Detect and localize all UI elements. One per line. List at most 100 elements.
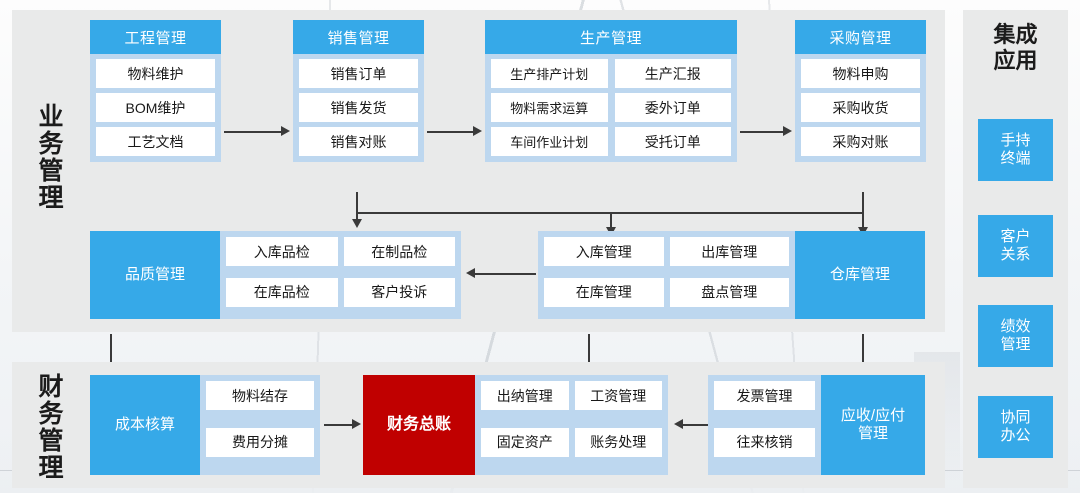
chip-customer-complaint[interactable]: 客户投诉 [343,277,455,307]
integration-button-handheld-line1: 手持 [1000,132,1031,150]
module-purchase-header: 采购管理 [795,20,926,54]
module-cost-accounting[interactable]: 成本核算 物料结存 费用分摊 [90,375,320,475]
module-quality[interactable]: 品质管理 入库品检 在制品检 在库品检 客户投诉 [90,231,461,319]
chip-material-maintenance[interactable]: 物料维护 [96,59,215,88]
chip-sales-order[interactable]: 销售订单 [299,59,418,88]
side-label-char: 管 [38,157,64,185]
drop-production-vertical [610,212,612,229]
arrow-cost-to-ledger-line [324,424,352,426]
module-production[interactable]: 生产管理 生产排产计划 生产汇报 物料需求运算 委外订单 车间作业计划 受托订单 [485,20,737,162]
module-receivable-payable-items: 发票管理 往来核销 [708,375,821,475]
chip-workshop-plan[interactable]: 车间作业计划 [491,127,608,156]
integration-button-oa[interactable]: 协同 办公 [978,396,1053,458]
business-management-label: 业务管理 [30,104,72,212]
module-general-ledger[interactable]: 财务总账 出纳管理 工资管理 固定资产 账务处理 [363,375,668,475]
module-receivable-payable-tag: 应收/应付 管理 [821,375,925,475]
chip-wip-inspection[interactable]: 在制品检 [343,237,455,266]
side-label-char: 业 [38,103,64,131]
integration-button-crm[interactable]: 客户 关系 [978,215,1053,277]
integration-button-performance[interactable]: 绩效 管理 [978,305,1053,367]
module-quality-items: 入库品检 在制品检 在库品检 客户投诉 [220,231,461,319]
chip-expense-allocation[interactable]: 费用分摊 [206,427,314,457]
integration-button-crm-line2: 关系 [1000,246,1031,263]
module-receivable-payable-tag-line1: 应收/应付 [840,407,906,425]
module-receivable-payable-tag-line2: 管理 [857,425,888,442]
arrow-sales-to-production-line [427,131,473,133]
chip-cashier-management[interactable]: 出纳管理 [481,381,569,410]
chip-instock-inspection[interactable]: 在库品检 [226,277,338,307]
chip-settlement-writeoff[interactable]: 往来核销 [714,427,815,457]
module-purchase[interactable]: 采购管理 物料申购 采购收货 采购对账 [795,20,926,162]
module-sales-header: 销售管理 [293,20,424,54]
chip-mrp[interactable]: 物料需求运算 [491,93,608,122]
module-purchase-body: 物料申购 采购收货 采购对账 [795,54,926,162]
drop-sales-arrowhead [352,219,362,228]
chip-fixed-assets[interactable]: 固定资产 [481,427,569,457]
arrow-engineering-to-sales-line [224,131,281,133]
chip-instock-management[interactable]: 在库管理 [544,277,664,307]
drop-sales-vertical [356,192,358,221]
bus-line-top-row [356,212,863,214]
integration-heading-line1: 集成 [993,22,1038,47]
module-general-ledger-items: 出纳管理 工资管理 固定资产 账务处理 [475,375,668,475]
arrow-warehouse-to-quality-line [475,273,536,275]
arrow-sales-to-production-head [473,126,482,136]
arrow-production-to-purchase-line [740,131,783,133]
chip-entrusted-order[interactable]: 受托订单 [614,127,731,156]
arrow-engineering-to-sales-head [281,126,290,136]
integration-button-performance-line1: 绩效 [1000,318,1031,336]
arrow-warehouse-to-quality-head [466,268,475,278]
drop-quality-vertical [110,334,112,366]
chip-payroll-management[interactable]: 工资管理 [574,381,662,410]
module-warehouse[interactable]: 入库管理 出库管理 在库管理 盘点管理 仓库管理 [538,231,925,319]
integration-button-oa-line1: 协同 [1000,409,1031,427]
module-production-body: 生产排产计划 生产汇报 物料需求运算 委外订单 车间作业计划 受托订单 [485,54,737,162]
chip-production-schedule[interactable]: 生产排产计划 [491,59,608,88]
module-warehouse-tag: 仓库管理 [795,231,925,319]
side-label-char: 务 [38,130,64,158]
integration-button-oa-line2: 办公 [1000,427,1031,444]
module-production-header: 生产管理 [485,20,737,54]
module-engineering-body: 物料维护 BOM维护 工艺文档 [90,54,221,162]
module-warehouse-items: 入库管理 出库管理 在库管理 盘点管理 [538,231,795,319]
chip-invoice-management[interactable]: 发票管理 [714,381,815,410]
drop-warehouse-right-vertical [862,334,864,366]
module-engineering-header: 工程管理 [90,20,221,54]
chip-sales-reconciliation[interactable]: 销售对账 [299,127,418,156]
finance-management-label: 财务管理 [30,374,72,482]
chip-stocktake-management[interactable]: 盘点管理 [669,277,789,307]
module-receivable-payable[interactable]: 发票管理 往来核销 应收/应付 管理 [708,375,925,475]
chip-material-balance[interactable]: 物料结存 [206,381,314,410]
side-label-char: 财 [38,373,64,401]
module-general-ledger-tag: 财务总账 [363,375,475,475]
chip-outsourcing-order[interactable]: 委外订单 [614,93,731,122]
chip-outbound-management[interactable]: 出库管理 [669,237,789,266]
side-label-char: 管 [38,427,64,455]
drop-warehouse-center-vertical [588,334,590,366]
arrow-receivable-to-ledger-head [674,419,683,429]
chip-material-requisition[interactable]: 物料申购 [801,59,920,88]
arrow-production-to-purchase-head [783,126,792,136]
arrow-receivable-to-ledger-line [683,424,716,426]
drop-purchase-vertical [862,192,864,229]
chip-purchase-receipt[interactable]: 采购收货 [801,93,920,122]
module-sales-body: 销售订单 销售发货 销售对账 [293,54,424,162]
module-sales[interactable]: 销售管理 销售订单 销售发货 销售对账 [293,20,424,162]
integration-button-handheld[interactable]: 手持 终端 [978,119,1053,181]
chip-process-document[interactable]: 工艺文档 [96,127,215,156]
chip-bom-maintenance[interactable]: BOM维护 [96,93,215,122]
chip-sales-delivery[interactable]: 销售发货 [299,93,418,122]
side-label-char: 务 [38,400,64,428]
chip-inbound-management[interactable]: 入库管理 [544,237,664,266]
chip-production-report[interactable]: 生产汇报 [614,59,731,88]
chip-purchase-reconciliation[interactable]: 采购对账 [801,127,920,156]
module-engineering[interactable]: 工程管理 物料维护 BOM维护 工艺文档 [90,20,221,162]
chip-inbound-inspection[interactable]: 入库品检 [226,237,338,266]
module-cost-accounting-items: 物料结存 费用分摊 [200,375,320,475]
arrow-cost-to-ledger-head [352,419,361,429]
integration-button-crm-line1: 客户 [1000,228,1031,246]
integration-heading: 集成 应用 [963,22,1068,73]
chip-accounting-processing[interactable]: 账务处理 [574,427,662,457]
integration-heading-line2: 应用 [993,47,1038,73]
